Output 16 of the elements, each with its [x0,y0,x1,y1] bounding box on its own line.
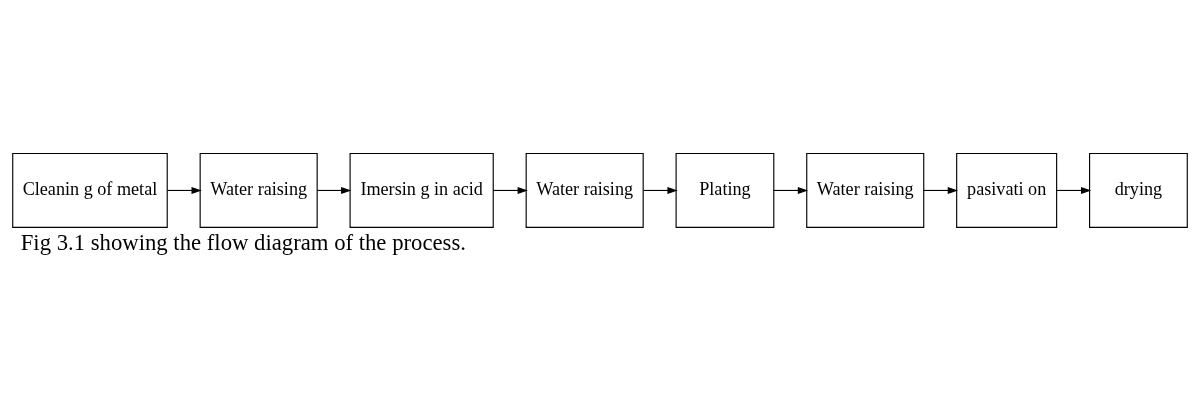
node-box: drying [1089,152,1188,228]
node-box: pasivati on [956,152,1058,228]
arrow [166,186,202,194]
arrow [492,186,528,194]
caption: Fig 3.1 showing the flow diagram of the process. [20,229,466,255]
node-box: Imersin g in acid [349,152,494,228]
node-box: Water raising [806,152,925,228]
arrow [773,186,809,194]
arrow [642,186,678,194]
arrow [1056,186,1092,194]
arrow [923,186,958,194]
node-box: Water raising [199,152,318,228]
arrow [316,186,352,194]
node-box: Cleanin g of metal [12,152,168,228]
node-box: Plating [675,152,775,228]
node-box: Water raising [525,152,644,228]
